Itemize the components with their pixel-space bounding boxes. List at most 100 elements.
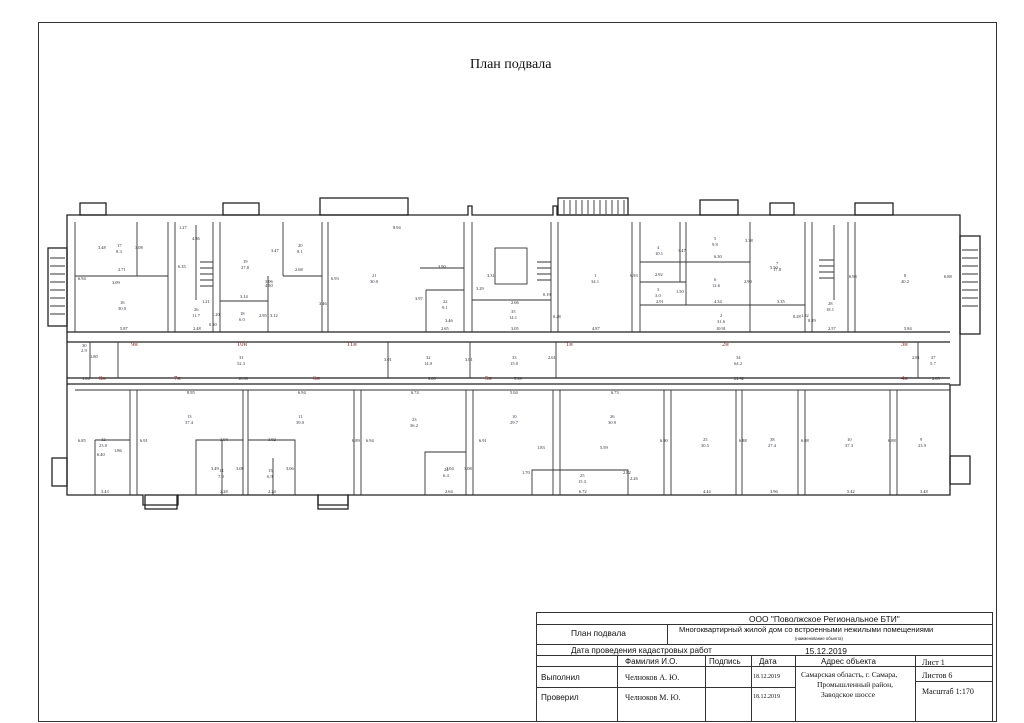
dimension-label: 6.93: [331, 276, 339, 281]
checked-by-label: Проверил: [541, 693, 579, 702]
room-number: 3: [657, 287, 660, 292]
room-area: 9.1: [442, 305, 448, 310]
dimension-label: 18.08: [238, 376, 249, 381]
dimension-label: 6.90: [660, 438, 668, 443]
column-date: Дата: [759, 657, 777, 666]
room-area: 52.3: [237, 361, 246, 366]
dimension-label: 2.81: [912, 355, 920, 360]
room-number: 31: [239, 355, 244, 360]
survey-date-label: Дата проведения кадастровых работ: [571, 646, 712, 655]
dimension-label: 3.08: [236, 466, 244, 471]
dimension-label: 3.38: [745, 238, 753, 243]
dimension-label: 1.27: [179, 225, 187, 230]
dimension-label: 4.87: [592, 326, 600, 331]
dimension-label: 2.57: [828, 326, 836, 331]
sheet-number: Лист 1: [922, 658, 945, 667]
survey-date-value: 15.12.2019: [805, 646, 847, 656]
dimension-label: 3.12: [270, 313, 278, 318]
dimension-label: 6.88: [888, 438, 896, 443]
address-line-3: Заводское шоссе: [821, 690, 876, 699]
room-area: 14.1: [509, 315, 518, 320]
dimension-label: 3.35: [777, 299, 785, 304]
dimension-label: 6.89: [352, 438, 360, 443]
room-number: 10: [847, 437, 852, 442]
room-area: 29.7: [510, 420, 519, 425]
column-signature: Подпись: [709, 657, 741, 666]
dimension-label: 6.94: [366, 438, 374, 443]
dimension-label: 5.50: [770, 265, 778, 270]
dimension-label: 5.84: [904, 326, 912, 331]
room-area: 64.2: [734, 361, 743, 366]
dimension-label: 3.05: [511, 326, 519, 331]
outer-wall: [66, 205, 961, 506]
dimension-label: 2.68: [295, 267, 303, 272]
dimension-label: 5.39: [514, 376, 522, 381]
dimension-label: 6.30: [714, 254, 722, 259]
drawing-frame: [38, 22, 997, 722]
dimension-label: 3.90: [438, 264, 446, 269]
dimension-label: 1.80: [90, 354, 98, 359]
dimension-label: 3.46: [445, 318, 453, 323]
axis-11n: 11н: [347, 341, 357, 348]
room-number: 4: [657, 245, 660, 250]
room-area: 8.1: [297, 249, 303, 254]
dimension-label: 0.50: [209, 322, 217, 327]
room-area: 30.9: [608, 420, 617, 425]
dimension-label: 3.08: [464, 466, 472, 471]
dimension-label: 5.59: [600, 445, 608, 450]
dimension-label: 6.85: [78, 438, 86, 443]
dimension-label: 1.20: [212, 312, 220, 317]
room-area: 27.4: [768, 443, 777, 448]
dimension-label: 1.83: [537, 445, 545, 450]
room-area: 11.7: [192, 313, 201, 318]
dimension-label: 5.04: [510, 390, 518, 395]
room-number: 14: [219, 468, 224, 473]
dimension-label: 2.05: [932, 376, 940, 381]
room-area: 30.0: [370, 279, 379, 284]
dimension-label: 3.96: [770, 489, 778, 494]
dimension-label: 6.73: [611, 390, 619, 395]
object-note: (наименование объекта): [795, 636, 843, 641]
page-title: План подвала: [470, 57, 552, 72]
dimension-label: 6.94: [298, 390, 306, 395]
dimension-label: 3.97: [415, 296, 423, 301]
dimension-label: 4.44: [703, 489, 711, 494]
dimension-label: 1.21: [202, 299, 210, 304]
room-area: 27.8: [241, 265, 250, 270]
dimension-label: 2.66: [511, 300, 519, 305]
room-area: 23.0: [99, 443, 108, 448]
dimension-label: 3.47: [678, 248, 686, 253]
dimension-label: 8.94: [393, 225, 401, 230]
room-number: 33: [512, 355, 517, 360]
room-number: 12: [101, 437, 106, 442]
dimension-label: 10.91: [716, 326, 726, 331]
dimension-label: 3.02: [268, 437, 276, 442]
axis-8n: 8н: [99, 375, 106, 382]
axis-9n: 9н: [131, 341, 138, 348]
room-number: 35: [511, 309, 516, 314]
dimension-label: 6.72: [579, 489, 587, 494]
dimension-label: 2.95: [259, 313, 267, 318]
room-number: 8: [904, 273, 907, 278]
performed-date: 18.12.2019: [753, 674, 780, 680]
column-address: Адрес объекта: [821, 657, 876, 666]
room-number: 18: [240, 311, 245, 316]
room-area: 31.6: [717, 319, 726, 324]
room-number: 25: [703, 437, 708, 442]
room-area: 12.6: [712, 283, 721, 288]
axis-5n: 5н: [485, 375, 492, 382]
dimension-label: 1.70: [522, 470, 530, 475]
sheets-total: Листов 6: [922, 671, 953, 680]
room-area: 15.3: [578, 479, 587, 484]
dimension-label: 3.31: [487, 273, 495, 278]
dimension-label: 1.52: [801, 313, 809, 318]
dimension-label: 3.08: [135, 245, 143, 250]
room-number: 32: [426, 355, 431, 360]
room-number: 27: [931, 355, 936, 360]
room-number: 1: [594, 273, 597, 278]
dimension-label: 2.48: [193, 326, 201, 331]
dimension-label: 8.95: [187, 390, 195, 395]
dimension-label: 3.01: [384, 357, 392, 362]
room-number: 26: [610, 414, 615, 419]
axis-7n: 7н: [174, 375, 181, 382]
